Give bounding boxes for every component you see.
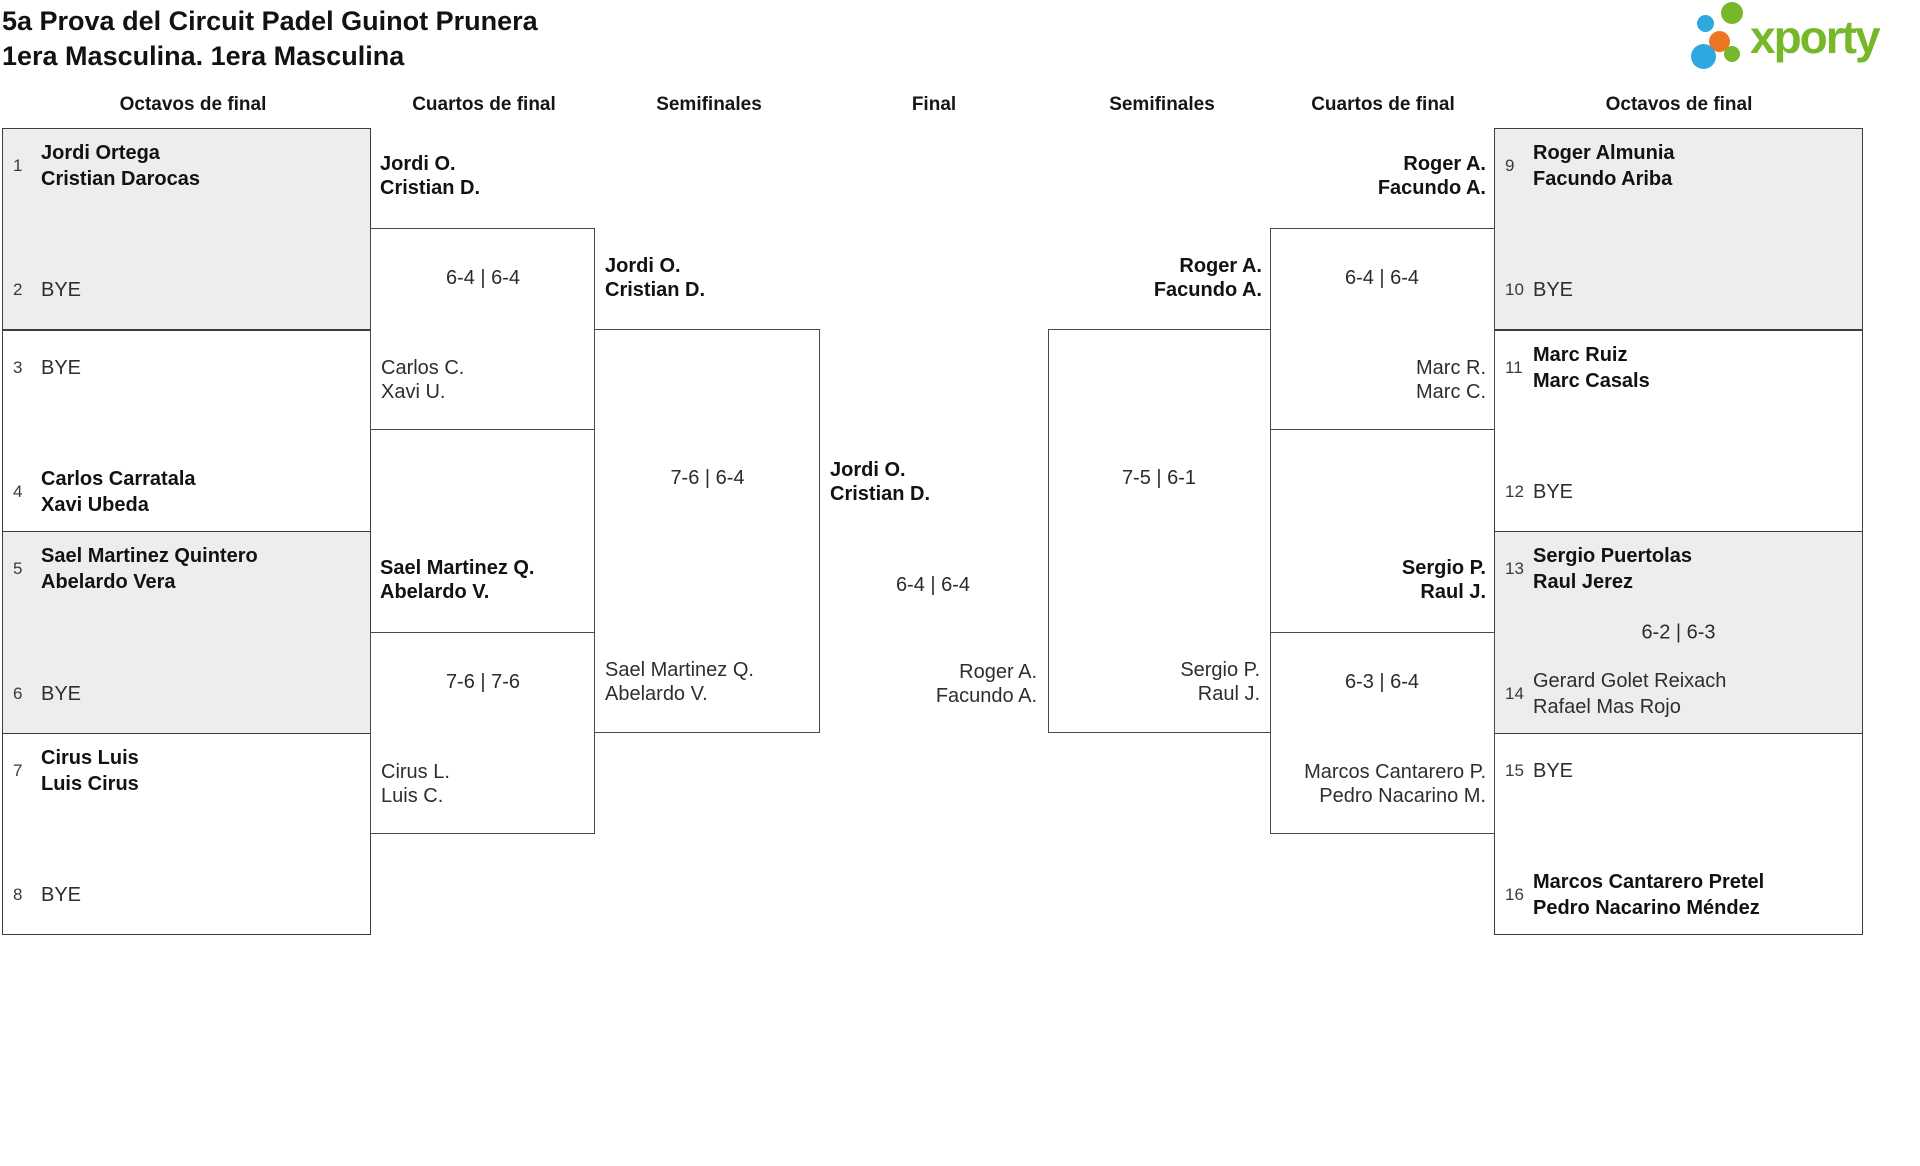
cuartos-left-1-loser-name: Carlos C. Xavi U. (381, 357, 465, 403)
semifinal-left-score: 7-6 | 6-4 (670, 467, 745, 489)
round-header-semis-right: Semifinales (1109, 94, 1215, 115)
match-box-octavos-1: 1 Jordi Ortega Cristian Darocas 2 BYE (2, 128, 371, 330)
team-name: BYE (1533, 481, 1574, 503)
seed-number: 15 (1505, 761, 1524, 780)
seed-number: 10 (1505, 280, 1524, 299)
seed-number: 11 (1505, 358, 1523, 377)
cuartos-left-1-winner-name: Jordi O. Cristian D. (380, 153, 481, 199)
match-box-octavos-5: 9 Roger Almunia Facundo Ariba 10 BYE (1494, 128, 1863, 330)
seed-number: 8 (13, 885, 23, 904)
cuartos-right-1-score: 6-4 | 6-4 (1344, 267, 1420, 289)
round-header-octavos-right: Octavos de final (1605, 94, 1753, 115)
cuartos-right-1-loser-name: Marc R. Marc C. (1416, 357, 1486, 403)
semifinal-right-winner-name: Roger A. Facundo A. (1153, 255, 1262, 301)
team-entry: 11 Marc Ruiz Marc Casals (1505, 341, 1852, 395)
team-name: BYE (41, 279, 82, 301)
match-box-cuartos-left-2 (370, 632, 595, 834)
cuartos-left-2-loser-name: Cirus L. Luis C. (381, 761, 450, 807)
team-entry: 13 Sergio Puertolas Raul Jerez (1505, 542, 1852, 596)
team-name: Sael Martinez Quintero Abelardo Vera (41, 545, 258, 593)
team-entry: 14 Gerard Golet Reixach Rafael Mas Rojo (1505, 667, 1852, 721)
cuartos-right-1-winner-name: Roger A. Facundo A. (1377, 153, 1486, 199)
team-name: Gerard Golet Reixach Rafael Mas Rojo (1533, 670, 1727, 718)
logo-dot-blue-large-icon (1691, 44, 1716, 69)
match-box-octavos-8: 15 BYE 16 Marcos Cantarero Pretel Pedro … (1494, 733, 1863, 935)
round-header-semis-left: Semifinales (656, 94, 762, 115)
seed-number: 14 (1505, 684, 1524, 703)
seed-number: 12 (1505, 482, 1524, 501)
cuartos-left-2-score: 7-6 | 7-6 (445, 671, 521, 693)
team-name: Sergio Puertolas Raul Jerez (1533, 545, 1692, 593)
team-name: BYE (41, 357, 82, 379)
seed-number: 6 (13, 684, 23, 703)
team-entry: 9 Roger Almunia Facundo Ariba (1505, 139, 1852, 193)
logo-dot-orange-icon (1709, 31, 1730, 52)
semifinal-right-loser-name: Sergio P. Raul J. (1180, 659, 1260, 705)
team-name: Jordi Ortega Cristian Darocas (41, 142, 200, 190)
round-header-cuartos-left: Cuartos de final (412, 94, 556, 115)
seed-number: 2 (13, 280, 23, 299)
match-box-octavos-4: 7 Cirus Luis Luis Cirus 8 BYE (2, 733, 371, 935)
logo-dot-blue-small-icon (1697, 15, 1714, 32)
seed-number: 3 (13, 358, 23, 377)
team-name: Roger Almunia Facundo Ariba (1533, 142, 1675, 190)
page-title-line1: 5a Prova del Circuit Padel Guinot Pruner… (2, 6, 538, 36)
round-header-cuartos-right: Cuartos de final (1311, 94, 1455, 115)
final-score: 6-4 | 6-4 (895, 574, 971, 596)
team-name: Cirus Luis Luis Cirus (41, 747, 139, 795)
team-entry: 15 BYE (1505, 744, 1852, 798)
seed-number: 13 (1505, 559, 1524, 578)
team-entry: 6 BYE (13, 667, 360, 721)
match-box-octavos-7: 13 Sergio Puertolas Raul Jerez 6-2 | 6-3… (1494, 531, 1863, 734)
team-entry: 7 Cirus Luis Luis Cirus (13, 744, 360, 798)
match-box-octavos-6: 11 Marc Ruiz Marc Casals 12 BYE (1494, 330, 1863, 532)
team-name: Marcos Cantarero Pretel Pedro Nacarino M… (1533, 871, 1765, 919)
match-box-octavos-2: 3 BYE 4 Carlos Carratala Xavi Ubeda (2, 330, 371, 532)
team-entry: 12 BYE (1505, 465, 1852, 519)
team-entry: 3 BYE (13, 341, 360, 395)
team-name: BYE (41, 683, 82, 705)
page-title: 5a Prova del Circuit Padel Guinot Pruner… (2, 4, 538, 74)
match-score: 6-2 | 6-3 (1641, 621, 1716, 643)
team-name: Carlos Carratala Xavi Ubeda (41, 468, 196, 516)
page-title-line2: 1era Masculina. 1era Masculina (2, 41, 405, 71)
seed-number: 4 (13, 482, 23, 501)
logo-dot-green-large-icon (1721, 2, 1743, 24)
team-name: BYE (1533, 760, 1574, 782)
team-entry: 5 Sael Martinez Quintero Abelardo Vera (13, 542, 360, 596)
seed-number: 9 (1505, 156, 1515, 175)
team-entry: 1 Jordi Ortega Cristian Darocas (13, 139, 360, 193)
cuartos-right-2-winner-name: Sergio P. Raul J. (1401, 557, 1486, 603)
seed-number: 1 (13, 156, 23, 175)
team-entry: 2 BYE (13, 263, 360, 317)
seed-number: 16 (1505, 885, 1524, 904)
final-runner-up-name: Roger A. Facundo A. (935, 661, 1037, 707)
team-entry: 10 BYE (1505, 263, 1852, 317)
team-name: BYE (1533, 279, 1574, 301)
semifinal-right-score: 7-5 | 6-1 (1121, 467, 1197, 489)
team-name: BYE (41, 884, 82, 906)
round-header-final: Final (911, 94, 957, 115)
match-box-semifinal-right (1048, 329, 1271, 733)
match-box-cuartos-right-2 (1270, 632, 1495, 834)
seed-number: 5 (13, 559, 23, 578)
round-header-octavos-left: Octavos de final (119, 94, 267, 115)
match-box-octavos-3: 5 Sael Martinez Quintero Abelardo Vera 6… (2, 531, 371, 734)
team-entry: 4 Carlos Carratala Xavi Ubeda (13, 465, 360, 519)
semifinal-left-winner-name: Jordi O. Cristian D. (605, 255, 706, 301)
team-entry: 8 BYE (13, 868, 360, 922)
logo-wordmark: xporty (1750, 11, 1881, 63)
cuartos-right-2-score: 6-3 | 6-4 (1344, 671, 1420, 693)
final-winner-name: Jordi O. Cristian D. (830, 459, 931, 505)
cuartos-right-2-loser-name: Marcos Cantarero P. Pedro Nacarino M. (1304, 761, 1486, 807)
cuartos-left-2-winner-name: Sael Martinez Q. Abelardo V. (380, 557, 535, 603)
semifinal-left-loser-name: Sael Martinez Q. Abelardo V. (605, 659, 754, 705)
seed-number: 7 (13, 761, 23, 780)
team-name: Marc Ruiz Marc Casals (1533, 344, 1650, 392)
cuartos-left-1-score: 6-4 | 6-4 (445, 267, 521, 289)
match-box-semifinal-left (594, 329, 820, 733)
logo-dot-green-small-icon (1724, 46, 1740, 62)
team-entry: 16 Marcos Cantarero Pretel Pedro Nacarin… (1505, 868, 1852, 922)
